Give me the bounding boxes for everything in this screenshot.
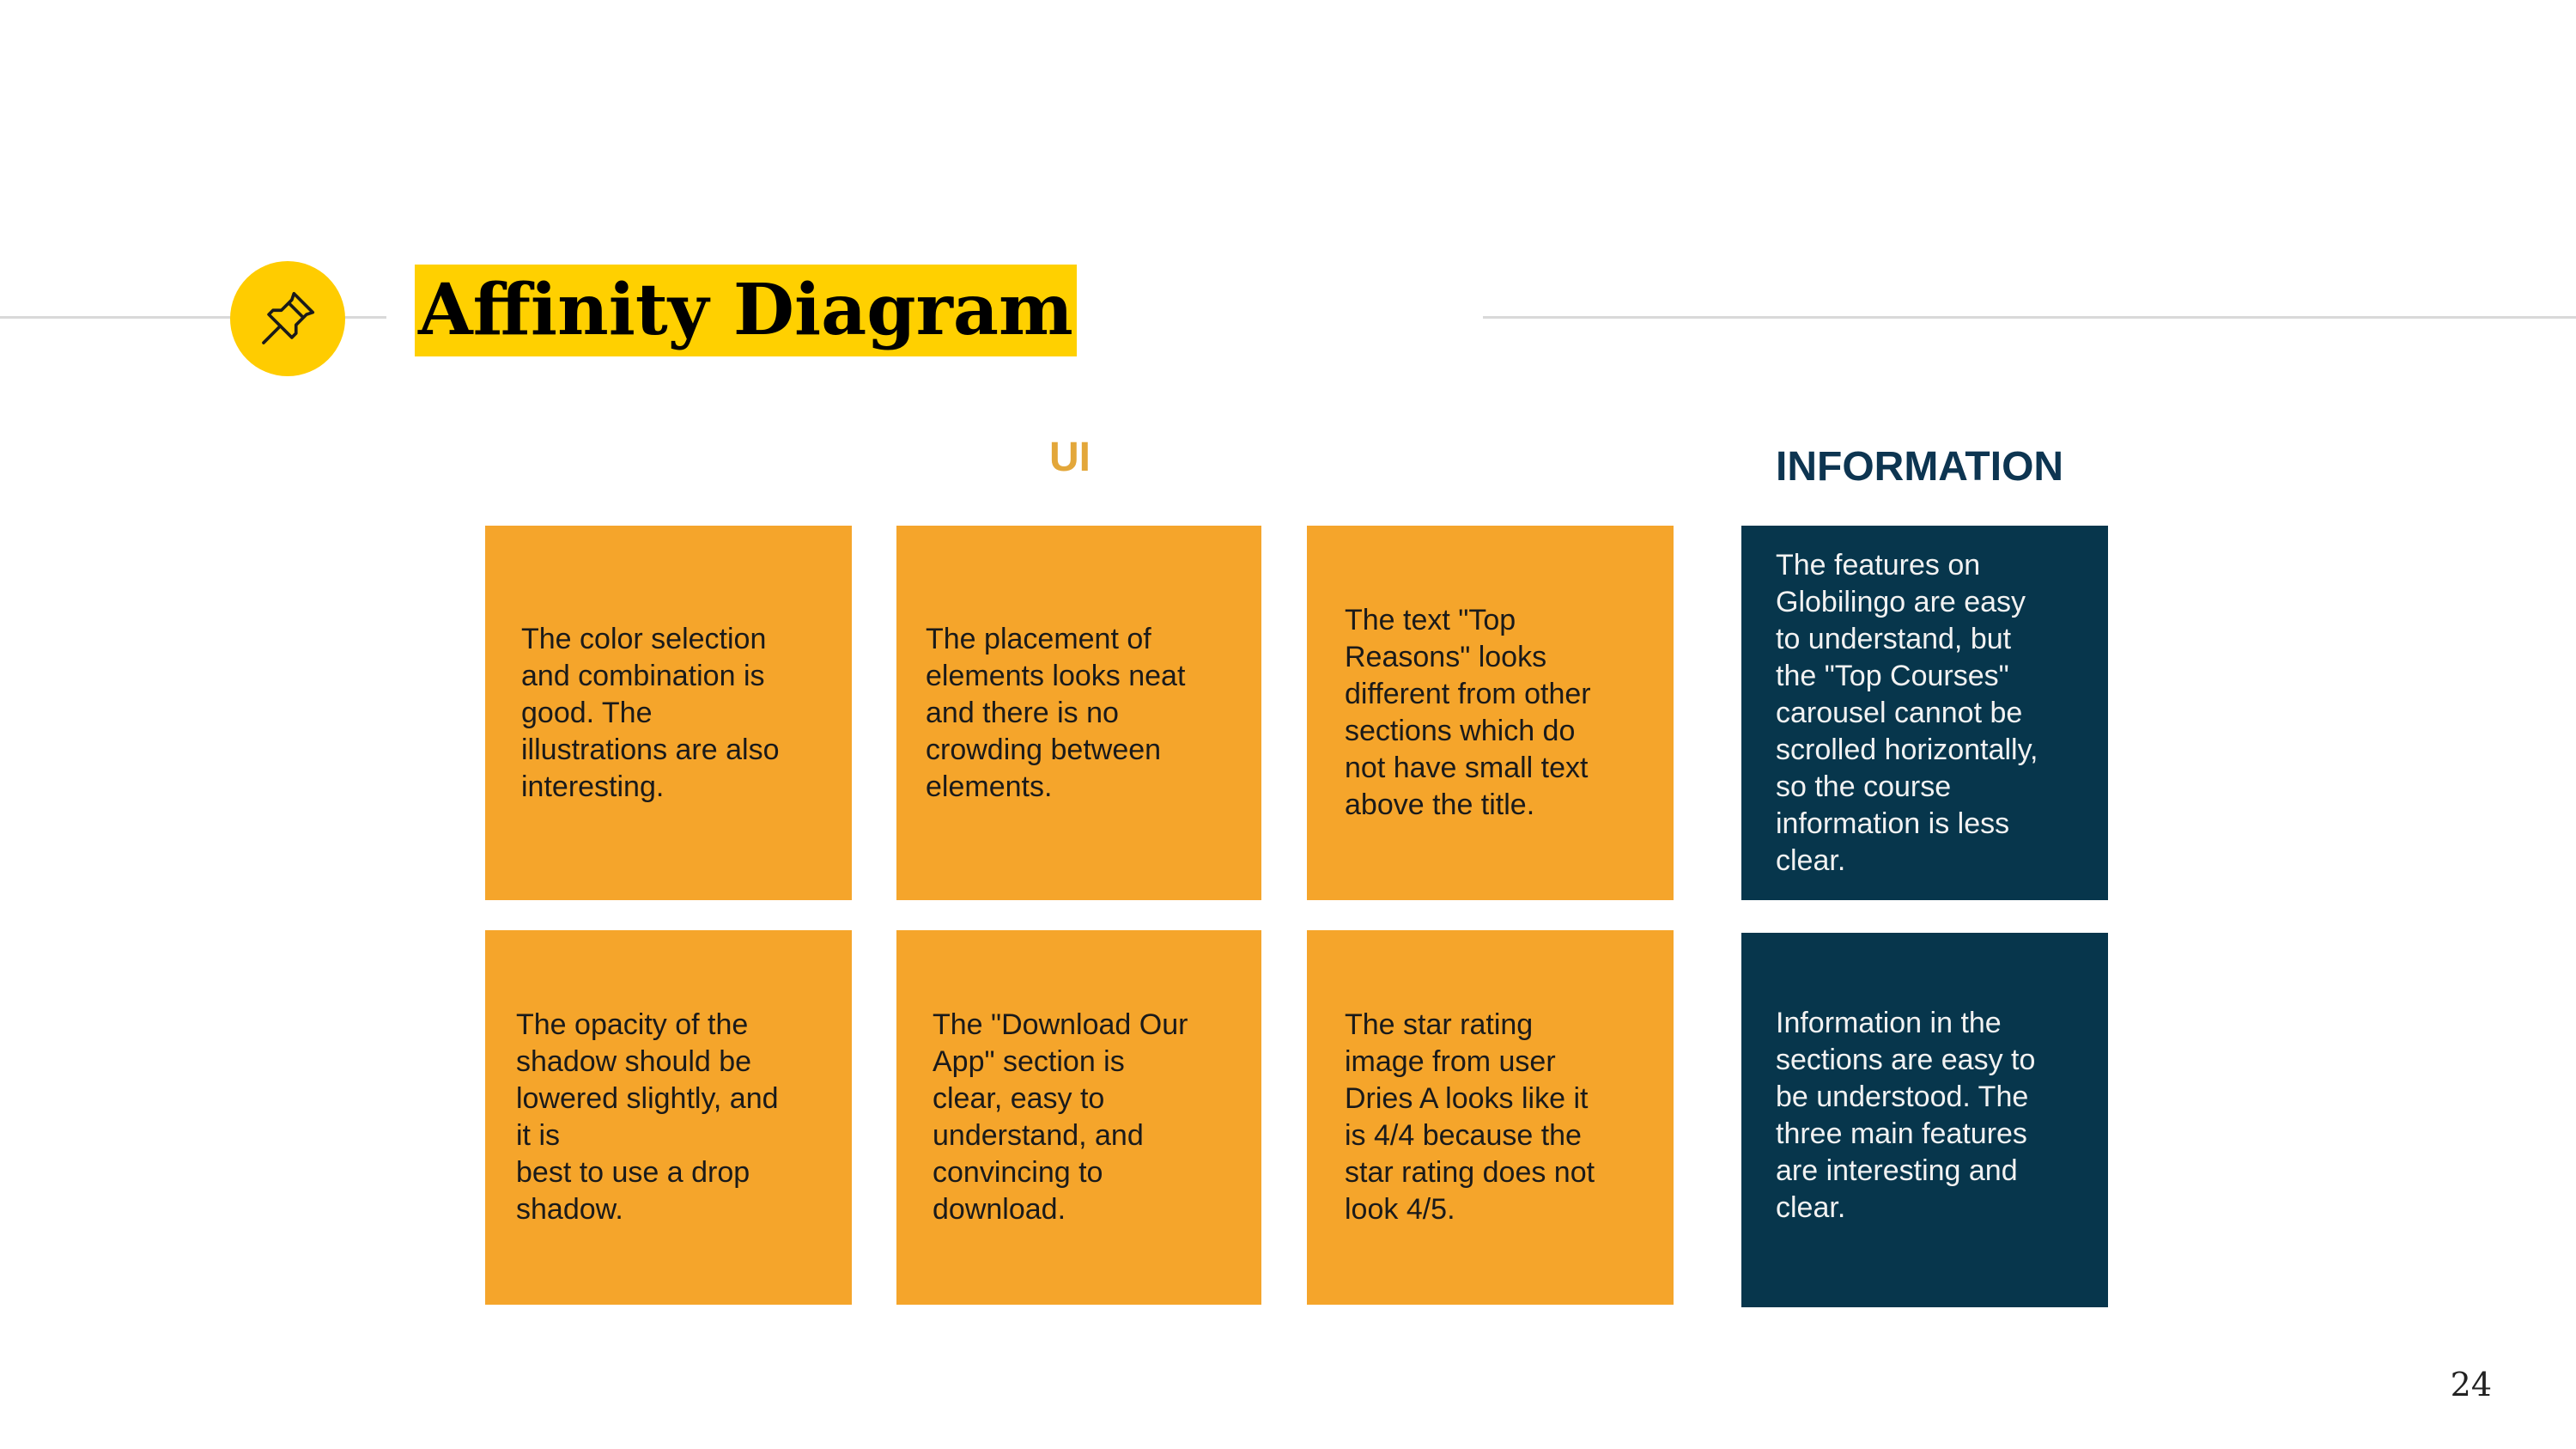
title-divider-left [0, 316, 386, 319]
ui-note: The "Download Our App" section is clear,… [896, 930, 1261, 1305]
ui-note: The color selection and combination is g… [485, 526, 852, 900]
ui-note: The text "Top Reasons" looks different f… [1307, 526, 1674, 900]
pushpin-icon [262, 291, 315, 344]
slide-title: Affinity Diagram [415, 265, 1077, 356]
information-group-heading: INFORMATION [1776, 444, 2064, 490]
title-divider-right [1483, 316, 2576, 319]
ui-group-heading: UI [1049, 435, 1091, 480]
ui-note: The star rating image from user Dries A … [1307, 930, 1674, 1305]
pushpin-badge [230, 261, 345, 376]
ui-note: The placement of elements looks neat and… [896, 526, 1261, 900]
ui-note: The opacity of the shadow should be lowe… [485, 930, 852, 1305]
information-note: Information in the sections are easy to … [1741, 933, 2108, 1307]
page-number: 24 [2450, 1366, 2492, 1403]
information-note: The features on Globilingo are easy to u… [1741, 526, 2108, 900]
